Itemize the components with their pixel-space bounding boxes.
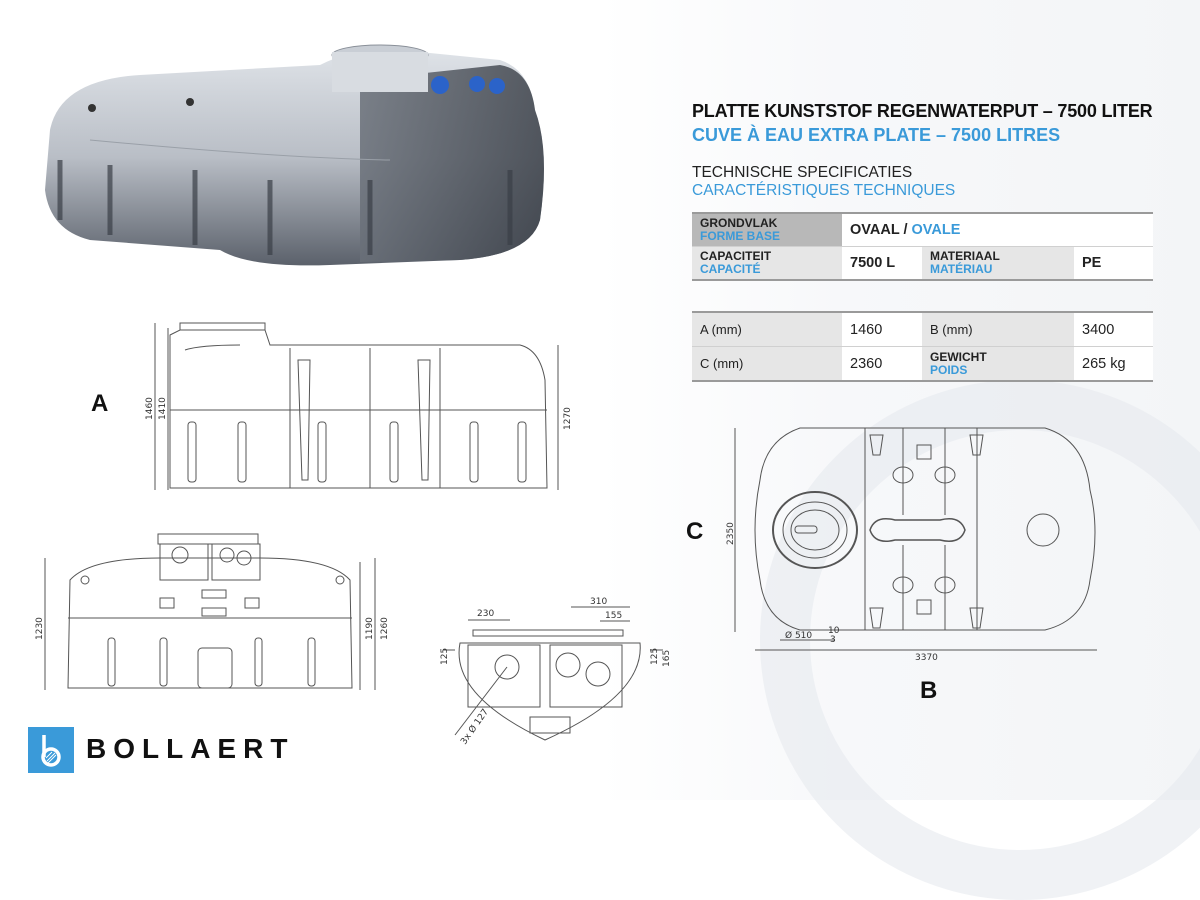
weight-label: GEWICHT POIDS bbox=[922, 346, 1074, 382]
spec-table-dimensions: A (mm) 1460 B (mm) 3400 C (mm) 2360 GEWI… bbox=[692, 311, 1153, 382]
label-a: A bbox=[91, 390, 109, 417]
specs-heading-fr: CARACTÉRISTIQUES TECHNIQUES bbox=[692, 182, 956, 199]
material-label: MATERIAAL MATÉRIAU bbox=[922, 246, 1074, 281]
table-row: C (mm) 2360 GEWICHT POIDS 265 kg bbox=[692, 346, 1153, 382]
capacity-value: 7500 L bbox=[842, 246, 922, 281]
svg-text:1230: 1230 bbox=[35, 617, 45, 640]
svg-text:2350: 2350 bbox=[726, 522, 736, 545]
table-row: CAPACITEIT CAPACITÉ 7500 L MATERIAAL MAT… bbox=[692, 246, 1153, 281]
table-row: GRONDVLAK FORME BASE OVAAL / OVALE bbox=[692, 212, 1153, 247]
c-value: 2360 bbox=[842, 346, 922, 382]
base-label: GRONDVLAK FORME BASE bbox=[692, 212, 842, 247]
svg-text:3370: 3370 bbox=[915, 653, 938, 660]
svg-text:125: 125 bbox=[650, 648, 660, 665]
label-b: B bbox=[920, 677, 938, 704]
weight-value: 265 kg bbox=[1074, 346, 1153, 382]
a-value: 1460 bbox=[842, 311, 922, 347]
svg-text:3: 3 bbox=[830, 635, 836, 645]
svg-text:125: 125 bbox=[440, 648, 450, 665]
spec-table-general: GRONDVLAK FORME BASE OVAAL / OVALE CAPAC… bbox=[692, 212, 1153, 281]
svg-text:1410: 1410 bbox=[158, 397, 168, 420]
capacity-label: CAPACITEIT CAPACITÉ bbox=[692, 246, 842, 281]
a-label: A (mm) bbox=[692, 311, 842, 347]
svg-text:165: 165 bbox=[662, 650, 672, 667]
material-value: PE bbox=[1074, 246, 1153, 281]
product-photo bbox=[45, 44, 544, 266]
label-c: C bbox=[686, 518, 704, 545]
brand-name: BOLLAERT bbox=[86, 733, 295, 764]
b-value: 3400 bbox=[1074, 311, 1153, 347]
svg-text:310: 310 bbox=[590, 597, 607, 607]
top-view-drawing: 2350 3370 Ø 510 10 3 bbox=[726, 427, 1097, 660]
table-row: A (mm) 1460 B (mm) 3400 bbox=[692, 311, 1153, 347]
product-title-nl: PLATTE KUNSTSTOF REGENWATERPUT – 7500 LI… bbox=[692, 101, 1153, 121]
detail-view-drawing: 230 310 155 125 125 165 3x Ø 127 bbox=[440, 597, 672, 747]
svg-text:1190: 1190 bbox=[365, 617, 375, 640]
base-value: OVAAL / OVALE bbox=[842, 212, 1153, 247]
svg-text:10: 10 bbox=[828, 626, 840, 636]
svg-text:230: 230 bbox=[477, 609, 494, 619]
svg-text:Ø 510: Ø 510 bbox=[785, 630, 812, 641]
svg-text:1460: 1460 bbox=[145, 397, 155, 420]
svg-text:155: 155 bbox=[605, 611, 622, 621]
specs-heading-nl: TECHNISCHE SPECIFICATIES bbox=[692, 164, 913, 181]
svg-text:1270: 1270 bbox=[563, 407, 573, 430]
svg-text:3x Ø 127: 3x Ø 127 bbox=[458, 707, 491, 747]
bollaert-logo-icon bbox=[28, 727, 74, 773]
b-label: B (mm) bbox=[922, 311, 1074, 347]
svg-text:1260: 1260 bbox=[380, 617, 390, 640]
c-label: C (mm) bbox=[692, 346, 842, 382]
product-title-fr: CUVE À EAU EXTRA PLATE – 7500 LITRES bbox=[692, 125, 1061, 145]
front-view-drawing: 1230 1190 1260 bbox=[35, 533, 390, 690]
side-view-drawing: 1460 1410 1270 bbox=[145, 322, 573, 490]
